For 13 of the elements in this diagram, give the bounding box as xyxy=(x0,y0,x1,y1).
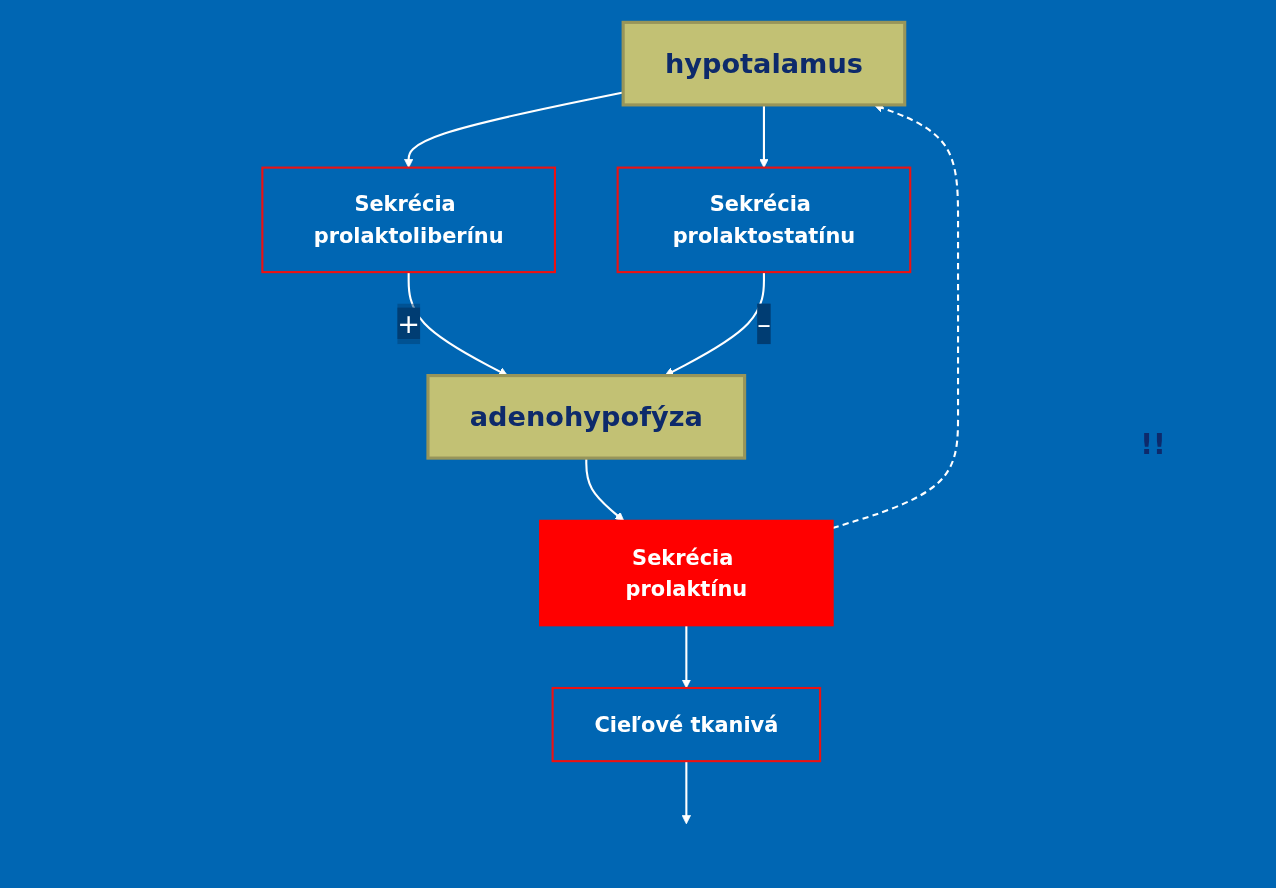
node-box: adenohypofýza xyxy=(426,374,747,460)
arrow xyxy=(681,625,691,689)
note-label: !! xyxy=(1140,427,1166,461)
arrow xyxy=(681,761,691,825)
node-box: Sekrécia prolaktoliberínu xyxy=(261,166,556,274)
node-box: Cieľové tkanivá xyxy=(551,686,822,763)
node-box: Sekrécia prolaktínu xyxy=(539,519,834,627)
edge-label: + xyxy=(397,303,421,345)
node-box: hypotalamus xyxy=(621,20,907,107)
node-box: Sekrécia prolaktostatínu xyxy=(616,166,912,274)
arrow xyxy=(407,272,508,376)
edge-label: – xyxy=(757,303,771,345)
arrow xyxy=(664,272,765,376)
